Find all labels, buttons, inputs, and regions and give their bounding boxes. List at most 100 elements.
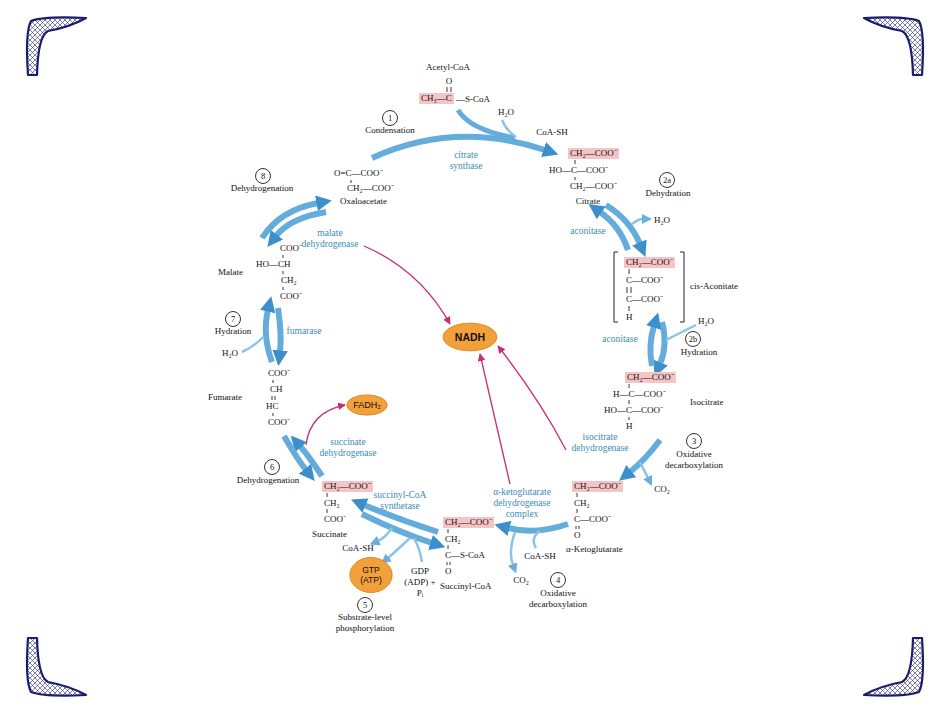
chemical-formula: COO⁻ — [268, 417, 290, 427]
chemical-formula: CH₂ — [445, 534, 461, 544]
chemical-formula: CH₂ — [574, 498, 590, 508]
chemical-formula: CH₂—COO⁻ — [574, 481, 621, 492]
step-number: 4 — [550, 572, 566, 588]
path-shape — [498, 346, 566, 450]
bracket — [614, 252, 684, 322]
step-number: 1 — [382, 110, 398, 126]
highlight-box: CH₂—COO⁻ — [625, 372, 676, 383]
chemical-formula: C—COO⁻ — [626, 275, 663, 285]
chemical-formula: CH₂—COO⁻ — [347, 183, 394, 193]
step-number: 6 — [264, 459, 280, 475]
chemical-formula: C—COO⁻ — [626, 294, 663, 304]
chemical-formula: HO—C—COO⁻ — [604, 405, 663, 415]
text-label: Oxidative decarboxylation — [523, 588, 593, 610]
use-shape — [27, 17, 86, 75]
ellipse-fill — [350, 558, 392, 593]
enzyme-name: fumarase — [287, 326, 322, 336]
side-arrows — [242, 120, 696, 565]
ellipse-fill — [347, 395, 387, 415]
chemical-formula: O — [446, 76, 453, 86]
path-shape — [511, 532, 515, 565]
text-label: H₂O — [498, 107, 514, 117]
highlight-box: CH₃—C — [419, 93, 454, 104]
enzyme-name: malate dehydrogenase — [290, 228, 370, 250]
path-shape — [351, 180, 352, 183]
text-label: Dehydrogenation — [237, 475, 299, 485]
carrier-name: FADH₂ — [353, 400, 381, 410]
chemical-formula: H — [626, 312, 633, 322]
use-shape — [864, 638, 923, 696]
path-shape — [378, 528, 392, 541]
chemical-formula: C—S-CoA — [445, 550, 485, 560]
reaction-arrows — [262, 110, 665, 543]
path-shape — [630, 440, 660, 472]
path-shape — [632, 219, 643, 224]
chemical-formula: O — [574, 530, 581, 540]
text-label: Malate — [218, 267, 243, 277]
ellipse-fill — [443, 323, 497, 351]
carrier-ellipse: FADH₂ — [346, 394, 388, 416]
carrier-name: NADH — [455, 332, 485, 342]
path-shape — [266, 310, 272, 362]
text-label: cis-Aconitate — [690, 281, 738, 291]
chemical-formula: —S-CoA — [456, 94, 490, 104]
chemical-bonds — [272, 87, 631, 565]
chemical-formula: HC — [266, 401, 279, 411]
step-number: 5 — [357, 597, 373, 613]
path-shape — [534, 531, 540, 548]
enzyme-name: succinyl-CoA synthetase — [360, 490, 440, 512]
path-shape — [284, 436, 306, 470]
chemical-formula: COO⁻ — [280, 291, 302, 301]
text-label: CoA-SH — [342, 543, 374, 553]
enzyme-name: aconitase — [570, 226, 605, 236]
highlight-box: CH₂—COO⁻ — [568, 148, 619, 159]
text-label: Substrate-level phosphorylation — [320, 612, 410, 634]
path-shape — [650, 326, 654, 366]
text-label: H₂O — [698, 316, 714, 326]
corner-ornaments — [27, 17, 923, 695]
step-number: 2b — [685, 331, 701, 347]
text-label: Isocitrate — [690, 397, 723, 407]
highlight-box: CH₂—COO⁻ — [624, 257, 675, 268]
step-number: 2a — [659, 172, 675, 188]
path-shape — [278, 308, 281, 352]
text-label: CoA-SH — [536, 127, 568, 137]
use-shape — [27, 638, 86, 696]
text-label: H₂O — [654, 215, 670, 225]
path-shape — [388, 538, 410, 558]
step-number: 8 — [255, 168, 271, 184]
carrier-ellipse: GTP (ATP) — [349, 556, 393, 594]
step-number: 7 — [225, 311, 241, 327]
chemical-formula: HO—CH — [256, 259, 291, 269]
path-shape — [300, 446, 322, 476]
enzyme-name: aconitase — [602, 334, 637, 344]
enzyme-name: isocitrate dehydrogenase — [562, 432, 638, 454]
chemical-formula: O=C—COO⁻ — [334, 168, 383, 178]
highlight-box: CH₂—COO⁻ — [322, 481, 373, 492]
text-label: Oxidative decarboxylation — [659, 449, 729, 471]
chemical-formula: COO⁻ — [324, 514, 346, 524]
text-label: CO₂ — [513, 575, 529, 585]
text-label: Citrate — [576, 196, 601, 206]
chemical-formula: O — [445, 566, 452, 576]
highlight-box: CH₂—COO⁻ — [443, 517, 494, 528]
chemical-formula: H—C—COO⁻ — [613, 389, 666, 399]
chemical-formula: CH — [270, 384, 283, 394]
path-shape — [680, 252, 684, 322]
text-label: Dehydrogenation — [231, 183, 293, 193]
path-shape — [447, 87, 451, 92]
highlight-box: CH₂—COO⁻ — [572, 481, 623, 492]
path-shape — [508, 524, 568, 531]
chemical-formula: C—COO⁻ — [574, 514, 611, 524]
path-shape — [640, 462, 648, 478]
chemical-formula: CH₂—COO⁻ — [324, 481, 371, 492]
text-label: CoA-SH — [524, 551, 556, 561]
enzyme-name: α-ketoglutarate dehydrogenase complex — [485, 487, 559, 520]
carrier-ellipse: NADH — [442, 322, 498, 352]
path-shape — [414, 538, 422, 562]
chemical-formula: CH₂ — [324, 498, 340, 508]
text-label: Succinate — [312, 529, 347, 539]
text-label: Oxaloacetate — [340, 196, 387, 206]
text-label: Dehydration — [646, 188, 691, 198]
